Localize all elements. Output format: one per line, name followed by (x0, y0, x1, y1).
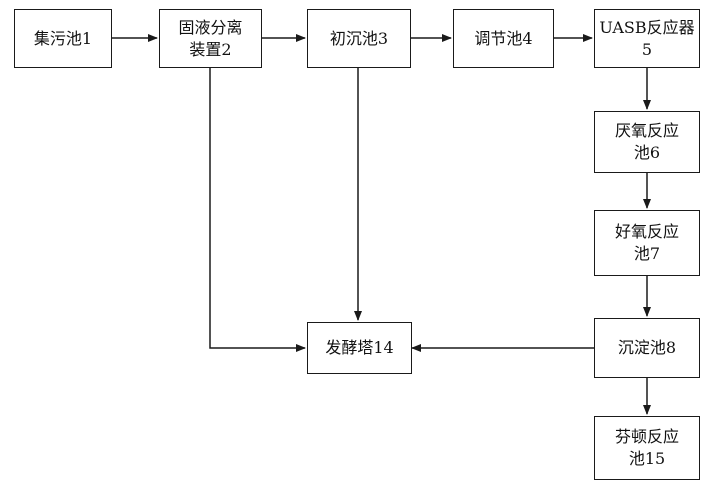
node-n4-label: 调节池4 (474, 28, 533, 48)
node-n5-label: UASB反应器5 (599, 17, 695, 59)
node-n15: 芬顿反应池15 (594, 416, 700, 480)
node-n7-label: 好氧反应池7 (614, 222, 679, 263)
node-n7: 好氧反应池7 (594, 210, 700, 276)
node-n14-label: 发酵塔14 (325, 338, 394, 357)
node-n2: 固液分离装置2 (159, 9, 262, 68)
node-n6: 厌氧反应池6 (594, 111, 700, 173)
node-n5: UASB反应器5 (594, 9, 700, 68)
node-n1: 集污池1 (14, 9, 112, 68)
node-n14: 发酵塔14 (307, 322, 412, 374)
node-n2-label: 固液分离装置2 (178, 17, 243, 59)
node-n3: 初沉池3 (307, 9, 411, 68)
node-n3-label: 初沉池3 (329, 28, 389, 48)
edge-n2-n14 (209, 68, 306, 352)
node-n6-label: 厌氧反应池6 (614, 121, 679, 162)
node-n4: 调节池4 (453, 9, 554, 68)
node-n15-label: 芬顿反应池15 (614, 427, 679, 468)
node-n8: 沉淀池8 (594, 318, 700, 378)
node-n8-label: 沉淀池8 (617, 338, 677, 357)
node-n1-label: 集污池1 (33, 28, 93, 48)
